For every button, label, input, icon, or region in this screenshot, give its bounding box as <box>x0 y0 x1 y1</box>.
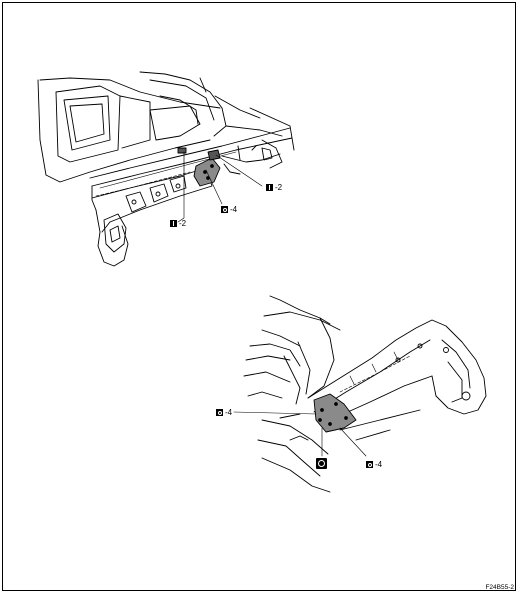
diagram-frame <box>2 2 516 591</box>
anti-rust-symbol-icon <box>316 458 327 469</box>
top-sill-drawing <box>37 71 295 267</box>
bottom-floor-drawing <box>233 295 487 493</box>
i-beam-symbol-icon <box>266 184 273 191</box>
weld-callout-top-right: -2 <box>266 183 282 192</box>
bracket-callout-top: -4 <box>221 205 237 214</box>
bracket-callout-bottom-lower: -4 <box>366 460 382 469</box>
bracket-callout-bottom-upper: -4 <box>216 408 232 417</box>
circle-in-square-symbol-icon <box>366 461 373 468</box>
figure-code: F24B55-2 <box>485 584 514 591</box>
weld-callout-top-left: -2 <box>170 219 186 228</box>
circle-in-square-symbol-icon <box>221 206 228 213</box>
i-beam-symbol-icon <box>170 220 177 227</box>
circle-in-square-symbol-icon <box>216 409 223 416</box>
